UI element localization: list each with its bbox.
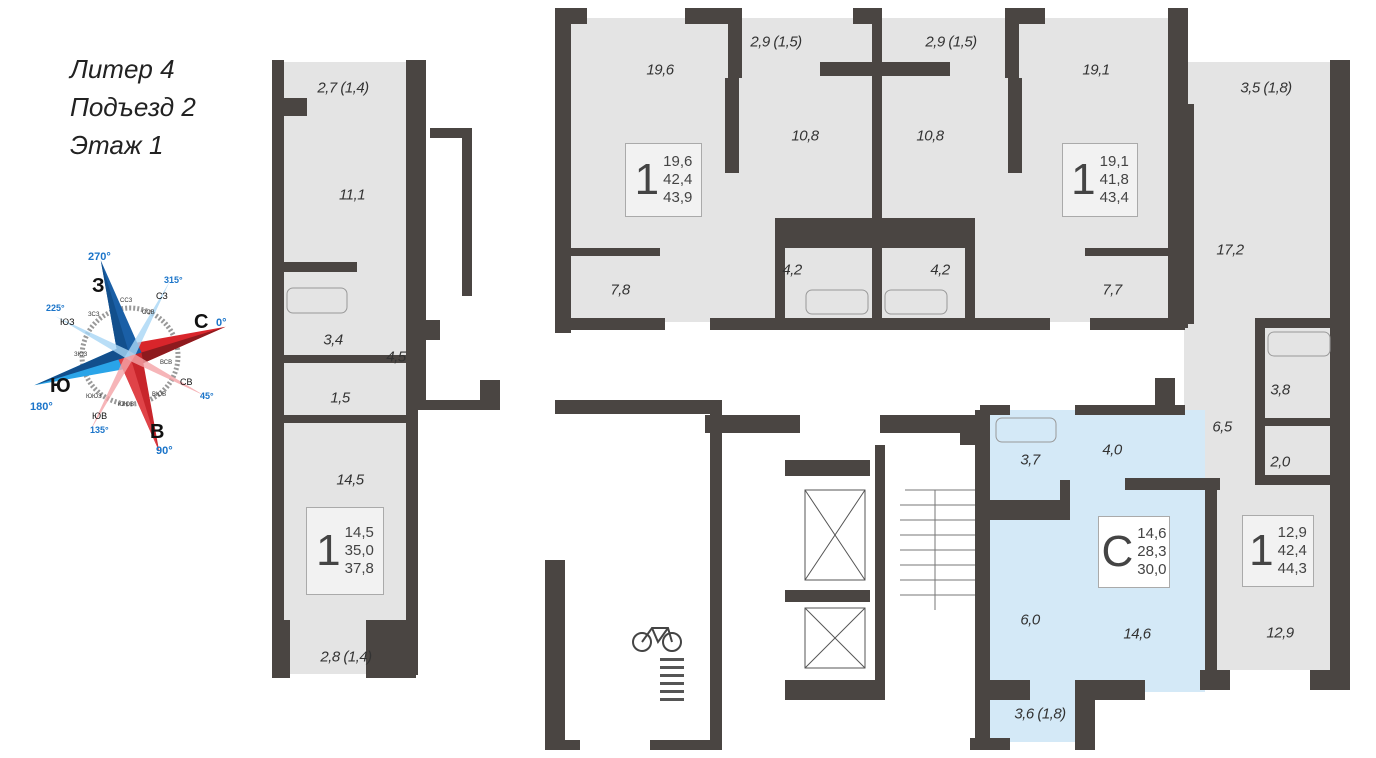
- area-label: 12,9: [1266, 624, 1294, 642]
- compass-west-degree: 270°: [88, 251, 111, 263]
- total-area: 35,0: [344, 542, 374, 559]
- area-label: 2,9 (1,5): [925, 33, 977, 51]
- area-label: 14,5: [336, 471, 364, 489]
- bicycle-icon: [632, 627, 682, 652]
- compass-ne-label: СВ: [180, 377, 193, 387]
- room-count: С: [1101, 527, 1134, 576]
- area-label: 2,8 (1,4): [320, 648, 372, 666]
- compass-se-degree: 135°: [90, 425, 109, 435]
- area-label: 10,8: [916, 127, 944, 145]
- total-area: 41,8: [1099, 171, 1129, 188]
- walls: [272, 8, 1350, 750]
- building-label: Литер 4: [70, 54, 175, 84]
- bike-rack: [660, 658, 684, 701]
- compass-minor-label: ССВ: [142, 310, 155, 316]
- room-count: 1: [634, 155, 660, 204]
- entrance-label: Подъезд 2: [70, 92, 196, 122]
- compass-minor-label: ССЗ: [120, 298, 133, 304]
- room-count: 1: [1249, 526, 1274, 575]
- compass-ne-degree: 45°: [200, 391, 214, 401]
- compass-south-degree: 180°: [30, 401, 53, 413]
- living-area: 19,6: [663, 153, 693, 170]
- compass-minor-label: ЗСЗ: [88, 312, 100, 318]
- living-area: 14,6: [1137, 525, 1167, 542]
- compass-rose: [34, 260, 226, 452]
- area-label: 3,5 (1,8): [1240, 79, 1292, 97]
- total-area: 42,4: [1277, 542, 1307, 559]
- living-area: 19,1: [1099, 153, 1129, 170]
- bathtubs: [286, 287, 1331, 443]
- area-label: 3,4: [323, 331, 343, 349]
- area-label: 2,9 (1,5): [750, 33, 802, 51]
- stairs: [900, 489, 975, 610]
- compass-nw-degree: 315°: [164, 275, 183, 285]
- compass-north-label: С: [194, 311, 209, 333]
- compass-north-degree: 0°: [216, 317, 227, 329]
- compass-minor-label: ЗЮЗ: [74, 352, 88, 358]
- compass-minor-label: ЮЮВ: [118, 402, 135, 408]
- compass-se-label: ЮВ: [92, 411, 108, 421]
- compass-south-arrow: [34, 344, 134, 386]
- total-area: 42,4: [663, 171, 693, 188]
- total-area-with-balcony: 43,4: [1099, 189, 1129, 206]
- area-label: 7,8: [610, 281, 630, 299]
- elevators: [804, 489, 866, 669]
- area-label: 7,7: [1102, 281, 1122, 299]
- area-label: 14,6: [1123, 625, 1151, 643]
- total-area: 28,3: [1137, 543, 1167, 560]
- area-label: 4,0: [1102, 441, 1122, 459]
- area-label: 4,5: [386, 348, 406, 366]
- area-label: 3,8: [1270, 381, 1290, 399]
- area-label: 3,7: [1020, 451, 1040, 469]
- area-label: 4,2: [782, 261, 802, 279]
- area-label: 11,1: [338, 186, 366, 204]
- area-label: 6,5: [1212, 418, 1232, 436]
- total-area-with-balcony: 30,0: [1137, 561, 1167, 578]
- compass-nw-label: СЗ: [156, 291, 168, 301]
- total-area-with-balcony: 37,8: [344, 560, 374, 577]
- area-label: 2,0: [1270, 453, 1290, 471]
- area-label: 2,7 (1,4): [317, 79, 369, 97]
- area-label: 10,8: [791, 127, 819, 145]
- area-label: 1,5: [330, 389, 350, 407]
- living-area: 12,9: [1277, 524, 1307, 541]
- compass-west-arrow: [100, 260, 142, 360]
- area-label: 6,0: [1020, 611, 1040, 629]
- living-area: 14,5: [344, 524, 374, 541]
- compass-east-arrow: [118, 352, 160, 452]
- compass-east-degree: 90°: [156, 445, 173, 457]
- floor-label: Этаж 1: [70, 130, 164, 160]
- area-label: 19,6: [646, 61, 674, 79]
- compass-minor-label: ВСВ: [160, 360, 173, 366]
- room-count: 1: [1071, 155, 1096, 204]
- building-info: Литер 4 Подъезд 2 Этаж 1: [70, 50, 196, 164]
- area-label: 19,1: [1082, 61, 1110, 79]
- room-count: 1: [316, 526, 341, 575]
- total-area-with-balcony: 44,3: [1277, 560, 1307, 577]
- compass-minor-label: ЮЮЗ: [86, 394, 102, 400]
- compass-minor-label: ВЮВ: [152, 392, 167, 398]
- compass-east-label: В: [150, 421, 165, 443]
- compass-west-label: З: [92, 275, 105, 297]
- area-label: 4,2: [930, 261, 950, 279]
- area-label: 17,2: [1216, 241, 1244, 259]
- compass-south-label: Ю: [50, 375, 71, 397]
- compass-sw-degree: 225°: [46, 303, 65, 313]
- area-label: 3,6 (1,8): [1014, 705, 1066, 723]
- compass-north-arrow: [126, 326, 226, 368]
- total-area-with-balcony: 43,9: [663, 189, 693, 206]
- compass-sw-label: ЮЗ: [60, 317, 75, 327]
